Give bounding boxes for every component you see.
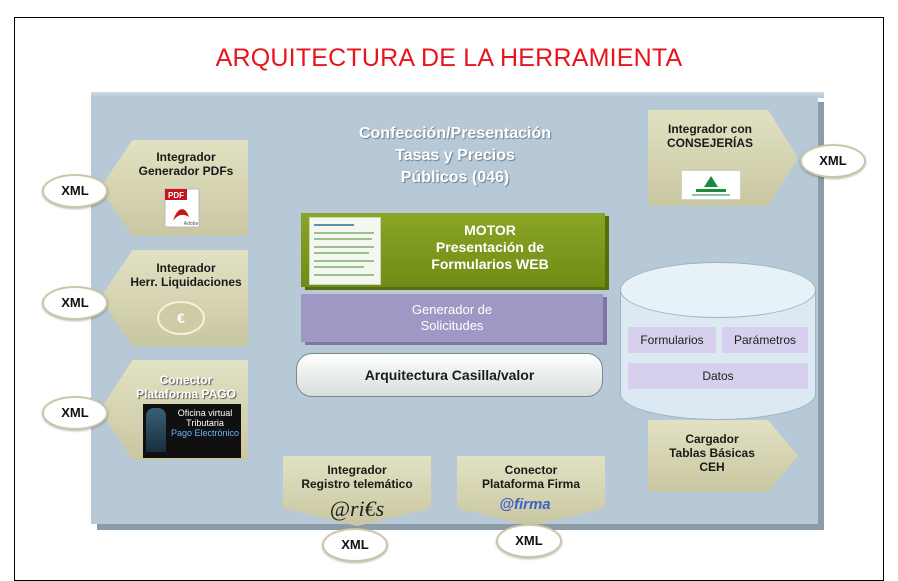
motor-label: MOTOR Presentación de Formularios WEB <box>380 222 600 273</box>
label-line: Generador PDFs <box>138 164 234 178</box>
label-line: Integrador <box>156 150 216 164</box>
payment-office-text: Oficina virtual Tributaria Pago Electrón… <box>170 408 240 438</box>
label-line: Conector <box>159 373 213 387</box>
label-line: Generador de <box>411 302 493 317</box>
block-plataforma-pago-label: Conector Plataforma PAGO <box>126 373 246 401</box>
xml-badge-registro: XML <box>322 528 388 562</box>
label-line: Integrador <box>156 261 216 275</box>
junta-andalucia-logo <box>681 170 741 200</box>
xml-badge-pdf: XML <box>42 174 108 208</box>
heading-line: Tasas y Precios <box>395 147 515 164</box>
block-plataforma-firma <box>457 456 605 526</box>
payment-line: Tributaria <box>186 418 224 428</box>
payment-figure <box>146 408 166 452</box>
label-line: Formularios WEB <box>431 256 549 272</box>
chip-formularios: Formularios <box>628 327 716 353</box>
label-line: MOTOR <box>464 222 516 238</box>
label-line: Herr. Liquidaciones <box>130 275 242 289</box>
label-line: Presentación de <box>435 239 545 255</box>
pdf-text: PDF <box>168 191 184 200</box>
aries-logo: @ri€s <box>329 496 385 521</box>
chip-datos: Datos <box>628 363 808 389</box>
chip-parametros: Parámetros <box>722 327 808 353</box>
main-heading: Confección/Presentación Tasas y Precios … <box>315 123 595 189</box>
euro-coin-icon: € <box>157 301 205 335</box>
label-line: Tablas Básicas <box>669 446 755 460</box>
block-generador-pdfs-label: Integrador Generador PDFs <box>126 150 246 178</box>
block-registro-telematico <box>283 456 431 526</box>
label-line: Conector <box>504 463 558 477</box>
block-consejerias-label: Integrador con CONSEJERÍAS <box>650 122 770 150</box>
label-line: Integrador <box>327 463 387 477</box>
database-cylinder-top <box>620 262 816 318</box>
payment-line: Oficina virtual <box>177 408 233 418</box>
pdf-icon: PDF Adobe <box>164 188 200 228</box>
generator-label: Generador de Solicitudes <box>301 302 603 334</box>
label-line: Registro telemático <box>301 477 413 491</box>
xml-badge-liquidaciones: XML <box>42 286 108 320</box>
label-line: CEH <box>699 460 725 474</box>
block-registro-telematico-label: Integrador Registro telemático <box>283 463 431 491</box>
block-herr-liquidaciones-label: Integrador Herr. Liquidaciones <box>126 261 246 289</box>
label-line: Solicitudes <box>420 318 484 333</box>
label-line: Plataforma PAGO <box>136 387 236 401</box>
block-cargador-tablas-label: Cargador Tablas Básicas CEH <box>652 432 772 474</box>
adobe-text: Adobe <box>184 221 199 227</box>
payment-line: Pago Electrónico <box>170 428 240 438</box>
architecture-box <box>296 353 603 397</box>
label-line: Integrador con <box>667 122 752 136</box>
block-cargador-tablas <box>648 420 798 492</box>
label-line: Cargador <box>685 432 739 446</box>
generator-block <box>301 294 603 342</box>
board-top-edge <box>91 92 824 98</box>
afirma-logo: @firma <box>499 496 551 513</box>
form-thumbnail-image <box>309 217 381 285</box>
page-title: ARQUITECTURA DE LA HERRAMIENTA <box>215 44 683 72</box>
label-line: Plataforma Firma <box>481 477 581 491</box>
label-line: CONSEJERÍAS <box>666 136 754 150</box>
architecture-label: Arquitectura Casilla/valor <box>364 367 535 383</box>
heading-line: Confección/Presentación <box>358 125 552 142</box>
heading-line: Públicos (046) <box>400 169 510 186</box>
block-plataforma-firma-label: Conector Plataforma Firma <box>457 463 605 491</box>
xml-badge-pago: XML <box>42 396 108 430</box>
xml-badge-firma: XML <box>496 524 562 558</box>
xml-badge-consejerias: XML <box>800 144 866 178</box>
